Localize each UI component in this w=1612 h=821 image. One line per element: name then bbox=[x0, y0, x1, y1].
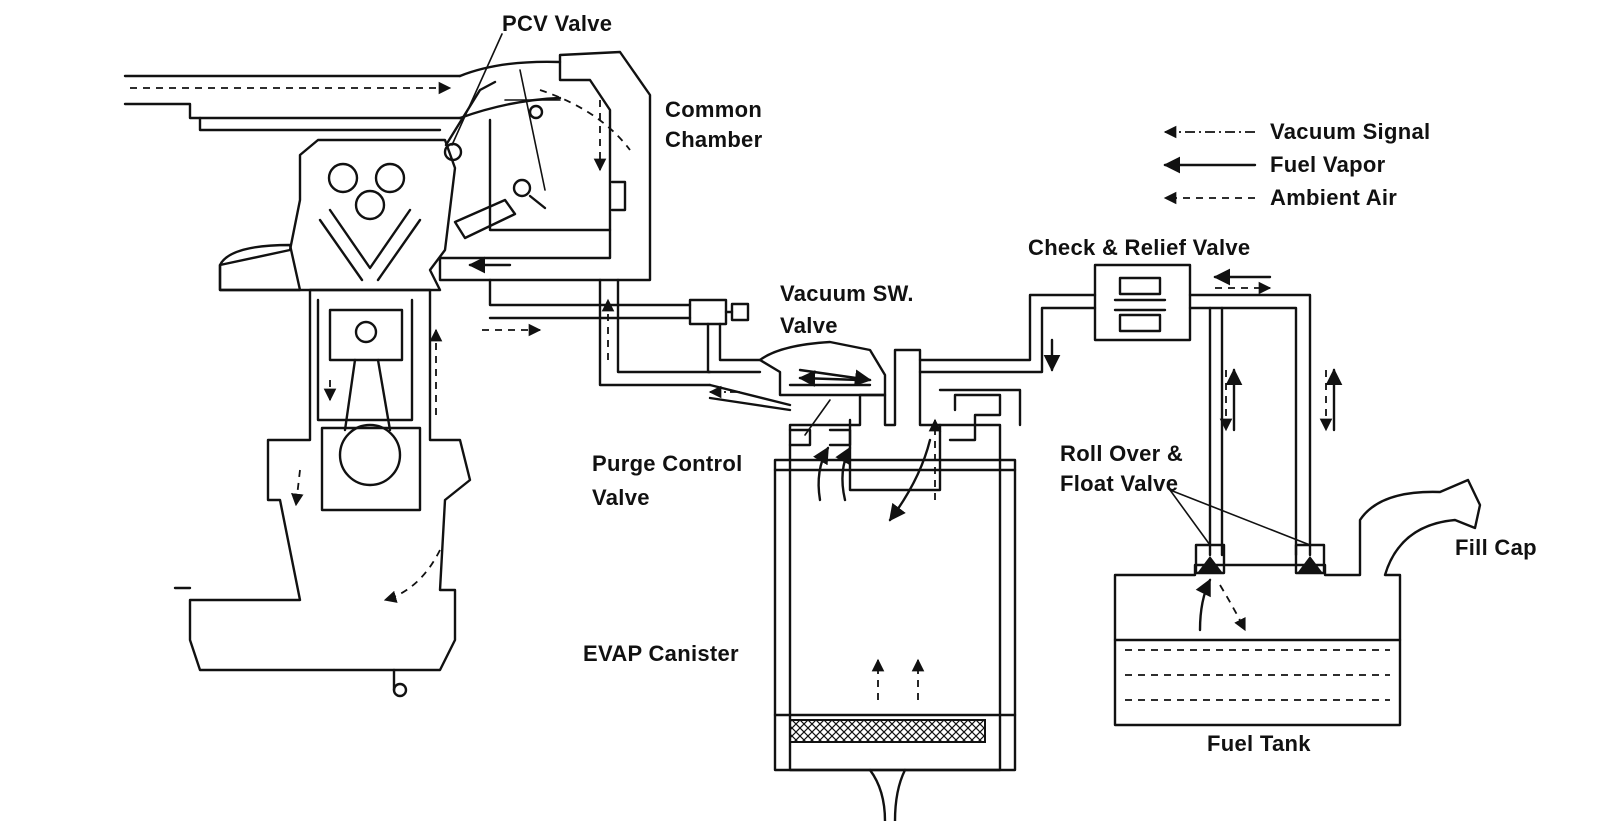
vacuum-sw-valve-label-2: Valve bbox=[780, 313, 838, 338]
roll-over-float-valve-label-2: Float Valve bbox=[1060, 471, 1179, 496]
fill-cap-label: Fill Cap bbox=[1455, 535, 1537, 560]
fuel-tank bbox=[1113, 478, 1482, 727]
purge-control-valve bbox=[708, 340, 887, 412]
legend-ambient-air: Ambient Air bbox=[1270, 185, 1398, 210]
check-relief-valve-label: Check & Relief Valve bbox=[1028, 235, 1251, 260]
common-chamber-label-2: Chamber bbox=[665, 127, 763, 152]
engine bbox=[123, 50, 652, 698]
fuel-tank-label: Fuel Tank bbox=[1207, 731, 1311, 756]
vacuum-sw-valve-label-1: Vacuum SW. bbox=[780, 281, 914, 306]
vacuum-sw-valve bbox=[688, 298, 762, 374]
common-chamber-label-1: Common bbox=[665, 97, 763, 122]
roll-over-float-valve-label-1: Roll Over & bbox=[1060, 441, 1184, 466]
pcv-valve-label: PCV Valve bbox=[502, 11, 613, 36]
evap-canister-label: EVAP Canister bbox=[583, 641, 739, 666]
purge-control-valve-label-2: Valve bbox=[592, 485, 650, 510]
purge-control-valve-label-1: Purge Control bbox=[592, 451, 743, 476]
evap-canister bbox=[773, 293, 1097, 821]
legend-vacuum-signal: Vacuum Signal bbox=[1270, 119, 1431, 144]
label-leaders bbox=[451, 33, 831, 436]
check-relief-valve bbox=[1093, 263, 1343, 557]
legend-fuel-vapor: Fuel Vapor bbox=[1270, 152, 1386, 177]
legend-lines bbox=[1163, 125, 1257, 205]
vacuum-lines bbox=[482, 278, 712, 387]
